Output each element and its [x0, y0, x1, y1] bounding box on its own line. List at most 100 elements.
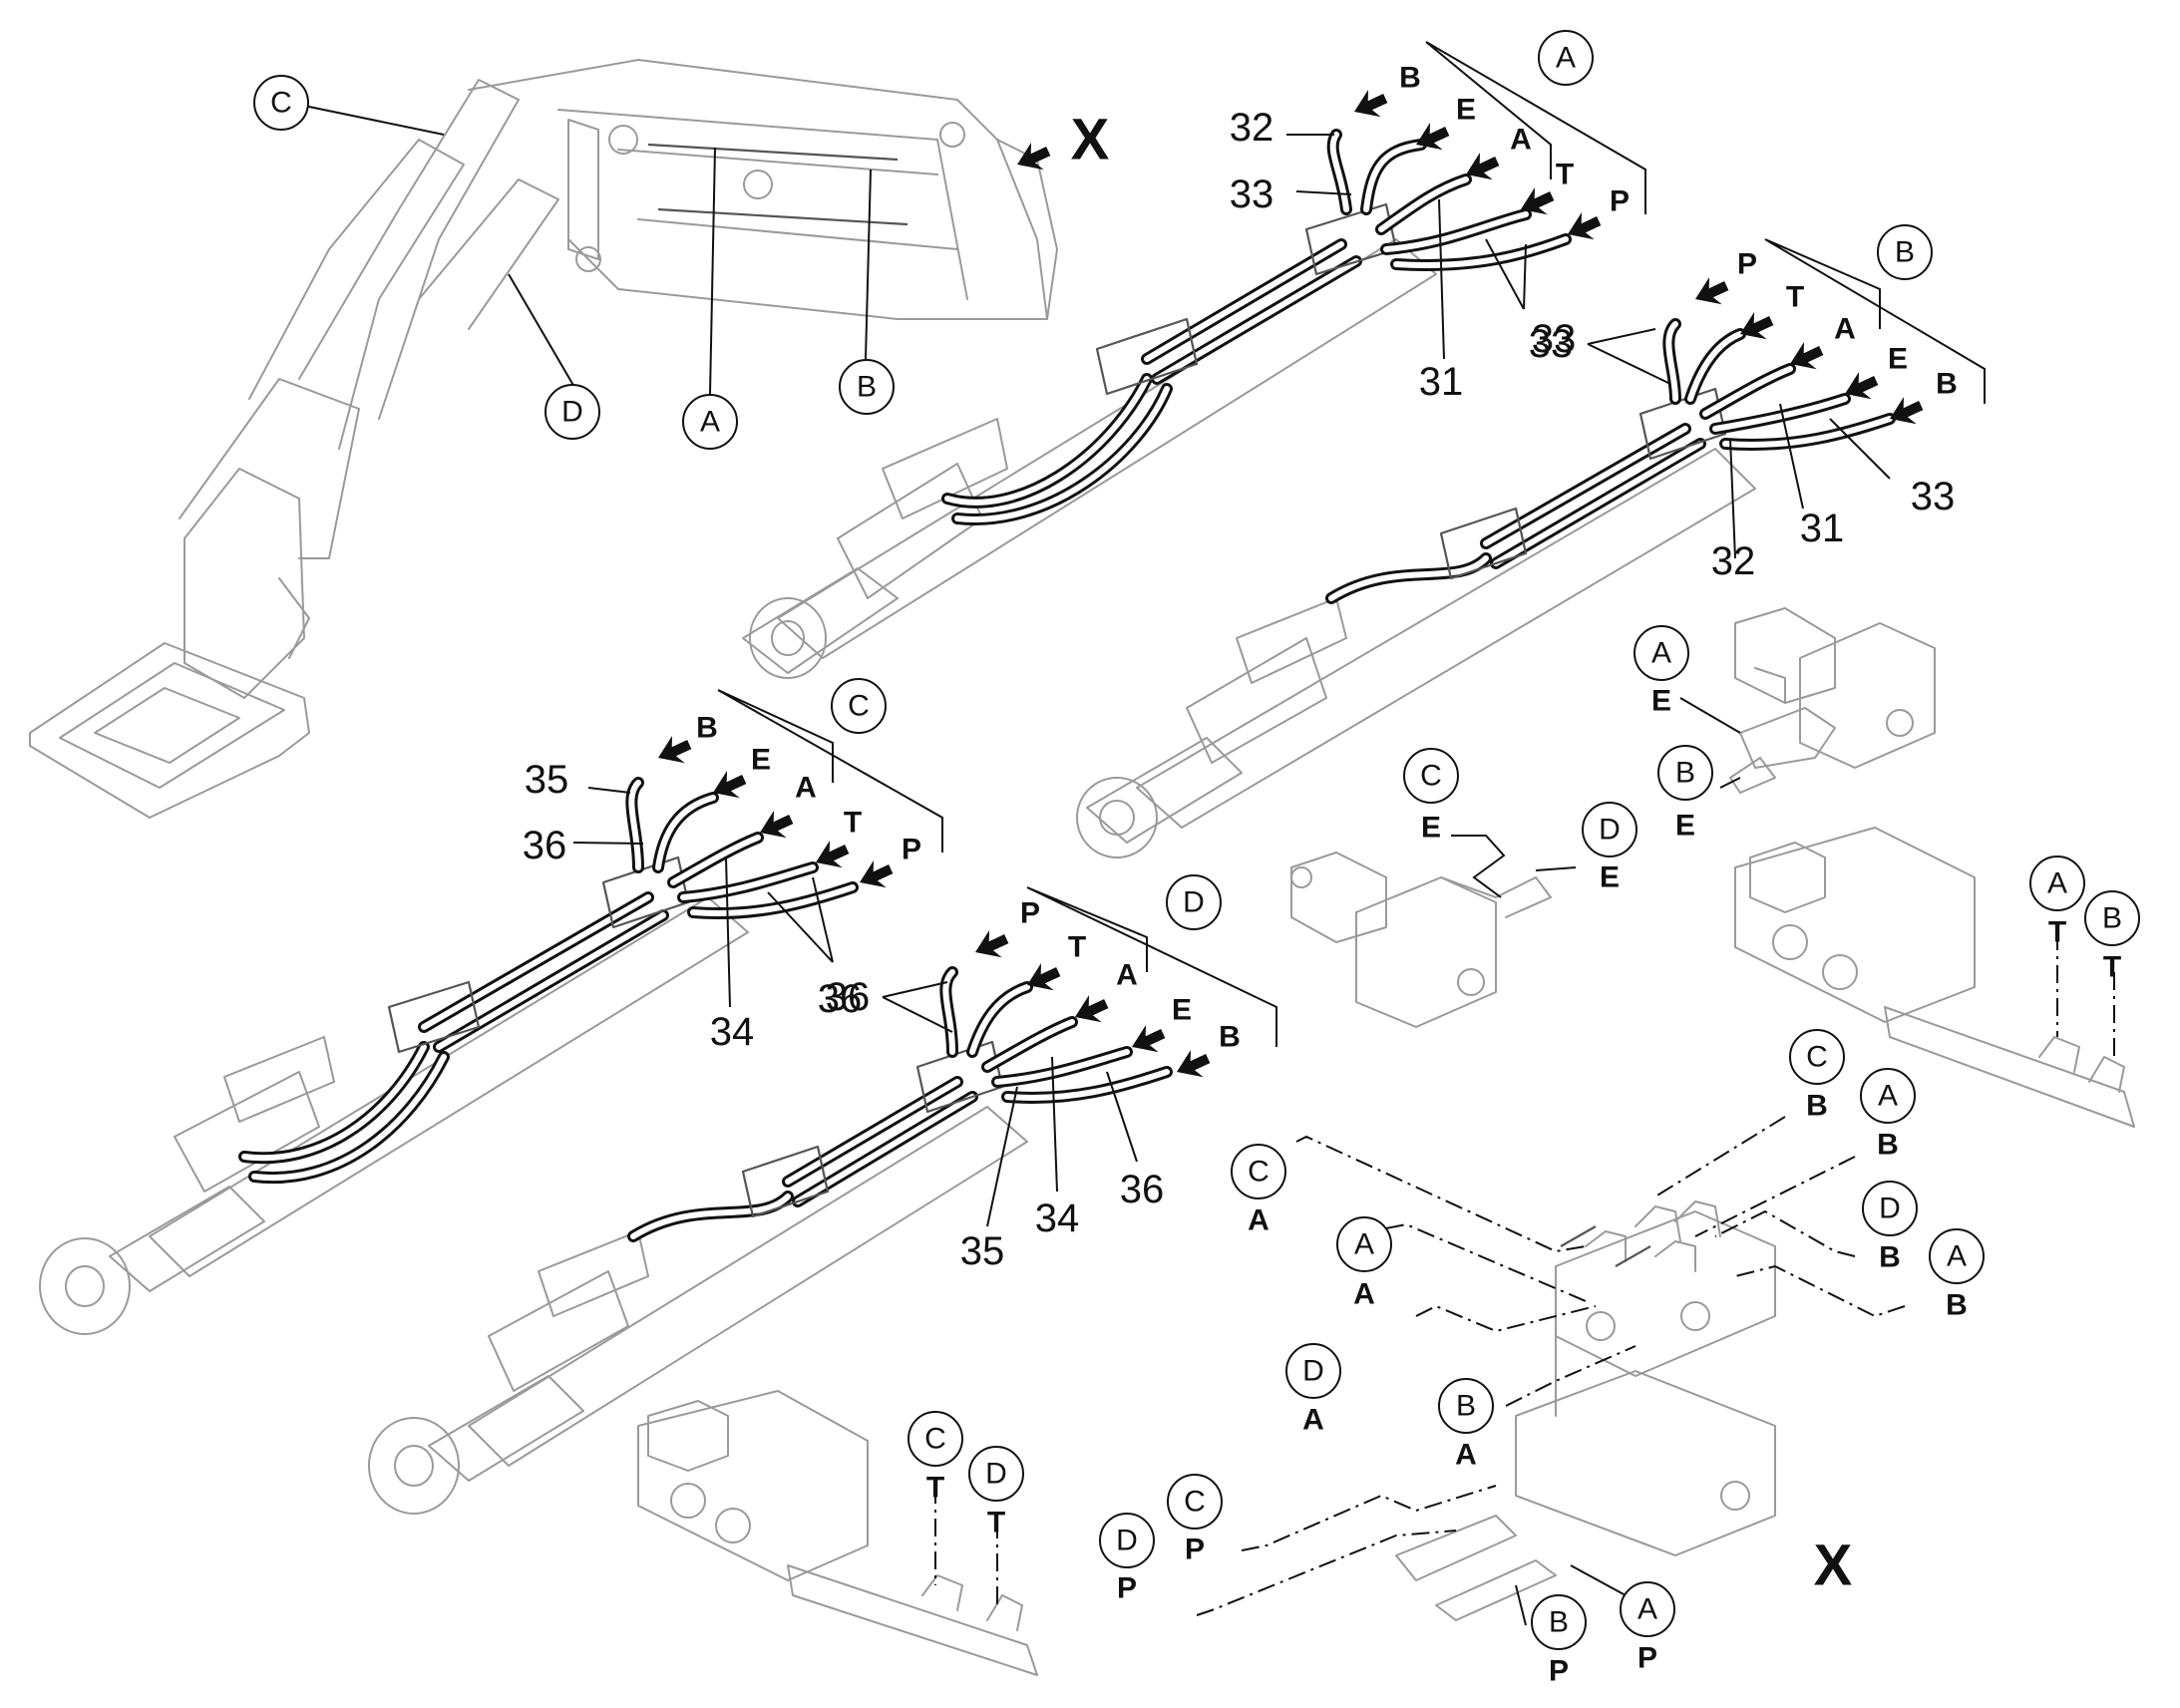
view-x-label: X — [1071, 108, 1110, 172]
manifold-port-A-B2: B — [1946, 1289, 1968, 1322]
port-T-A: T — [1556, 159, 1574, 191]
port-P-A: P — [1610, 185, 1630, 218]
svg-text:C: C — [1184, 1486, 1206, 1519]
valve-AB-E-ref-B: B — [1657, 745, 1713, 801]
item-36b-D: 36 — [1120, 1168, 1165, 1211]
svg-text:A: A — [1947, 1240, 1967, 1273]
port-A-C: A — [795, 772, 817, 805]
svg-text:B: B — [2102, 902, 2122, 935]
manifold-port-A-B: B — [1877, 1129, 1899, 1162]
valve-block-AB-T-ref-A: A — [2029, 855, 2085, 911]
manifold-port-D-P: P — [1117, 1572, 1137, 1605]
item-36-C: 36 — [523, 824, 567, 867]
item-31-B: 31 — [1800, 507, 1845, 550]
port-E-A: E — [1456, 94, 1476, 127]
port-E-B: E — [1888, 343, 1908, 376]
valve-CD-E-ref-C: C — [1403, 748, 1459, 804]
view-x-arrow-icon — [1011, 137, 1055, 179]
svg-text:C: C — [1420, 760, 1442, 793]
item-32-B: 32 — [1711, 539, 1756, 583]
item-31-A: 31 — [1419, 360, 1464, 404]
cylinder-D — [368, 966, 1173, 1515]
manifold-ref-B-P: B — [1531, 1594, 1587, 1650]
port-arrow-icon — [1171, 1044, 1215, 1087]
svg-text:B: B — [857, 371, 877, 404]
manifold-port-B-P: P — [1549, 1655, 1569, 1688]
manifold-ref-D-P: D — [1099, 1513, 1155, 1568]
valve-block-AB-T-port-B: T — [2103, 951, 2121, 984]
svg-text:D: D — [561, 396, 583, 429]
item-33-B: 33 — [1529, 322, 1574, 366]
port-E-D: E — [1172, 994, 1192, 1027]
valve-AB-E-port-B: E — [1675, 810, 1695, 843]
port-B-B: B — [1936, 368, 1958, 401]
manifold-ref-C-B: C — [1789, 1029, 1845, 1085]
port-arrow-icon — [1689, 271, 1733, 314]
svg-text:A: A — [1556, 42, 1576, 75]
port-arrow-icon — [969, 924, 1013, 967]
port-A-B: A — [1834, 313, 1856, 346]
svg-text:C: C — [924, 1423, 946, 1456]
svg-text:C: C — [1806, 1041, 1828, 1074]
port-arrow-icon — [1348, 84, 1392, 127]
valve-block-AB-T — [1734, 827, 2135, 1128]
manifold-port-A-P: P — [1637, 1642, 1657, 1675]
manifold-ref-C-A: C — [1231, 1144, 1286, 1199]
item-32-A: 32 — [1230, 106, 1274, 150]
svg-text:D: D — [1599, 814, 1621, 847]
valve-CD-E-port-D: E — [1600, 861, 1620, 894]
valve-CD-E — [1290, 852, 1552, 1028]
valve-block-CD-T-ref-D: D — [968, 1446, 1024, 1502]
manifold-ref-A-P: A — [1620, 1581, 1675, 1637]
port-T-B: T — [1786, 281, 1804, 314]
svg-text:A: A — [1878, 1080, 1898, 1113]
valve-CD-E-port-C: E — [1421, 812, 1441, 845]
item-33b-B: 33 — [1911, 475, 1956, 518]
port-arrow-icon — [1884, 391, 1928, 434]
port-P-B: P — [1737, 248, 1757, 281]
valve-block-CD-T-port-D: T — [987, 1507, 1005, 1539]
svg-text:B: B — [1549, 1606, 1569, 1639]
boom-callout-D: D — [545, 384, 600, 440]
port-T-C: T — [844, 807, 862, 840]
item-36b-C: 36 — [826, 975, 871, 1019]
item-36-D: 36 — [818, 977, 863, 1021]
valve-CD-E-ref-D: D — [1582, 802, 1637, 857]
manifold-ref-A-B: A — [1860, 1068, 1916, 1124]
port-arrow-icon — [652, 730, 696, 773]
svg-text:D: D — [985, 1458, 1007, 1491]
item-33-A: 33 — [1230, 172, 1274, 216]
svg-text:D: D — [1183, 886, 1205, 919]
manifold-port-D-A: A — [1302, 1404, 1324, 1437]
manifold-x-label: X — [1814, 1534, 1853, 1598]
item-34-D: 34 — [1035, 1196, 1080, 1240]
manifold-port-B-A: A — [1455, 1439, 1477, 1472]
svg-text:A: A — [1651, 637, 1671, 670]
port-arrow-icon — [854, 854, 898, 897]
port-T-D: T — [1068, 931, 1086, 964]
cylinder-C — [39, 777, 859, 1335]
svg-text:C: C — [270, 87, 292, 120]
valve-block-CD-T-port-C: T — [926, 1472, 944, 1505]
manifold-ref-A-B2: A — [1929, 1228, 1985, 1284]
svg-text:C: C — [1248, 1156, 1270, 1189]
valve-AB-E-port-A: E — [1651, 685, 1671, 718]
port-B-C: B — [696, 712, 718, 745]
manifold-ref-C-P: C — [1167, 1474, 1223, 1530]
port-A-A: A — [1510, 124, 1532, 157]
valve-AB-E-ref-A: A — [1634, 625, 1689, 681]
svg-text:B: B — [1895, 236, 1915, 269]
cylinder-B-ref: B — [1877, 224, 1933, 280]
cylinder-B — [1076, 318, 1896, 858]
boom-callout-B: B — [839, 359, 895, 415]
port-P-D: P — [1020, 897, 1040, 930]
cylinder-A-ref: A — [1538, 30, 1594, 86]
valve-block-AB-T-ref-B: B — [2084, 890, 2140, 946]
manifold-ref-A-A: A — [1336, 1216, 1392, 1272]
manifold-ref-D-B: D — [1862, 1181, 1918, 1236]
item-34-C: 34 — [710, 1010, 755, 1054]
svg-text:A: A — [700, 406, 720, 439]
manifold-port-D-B: B — [1879, 1241, 1901, 1274]
port-B-A: B — [1399, 62, 1421, 95]
